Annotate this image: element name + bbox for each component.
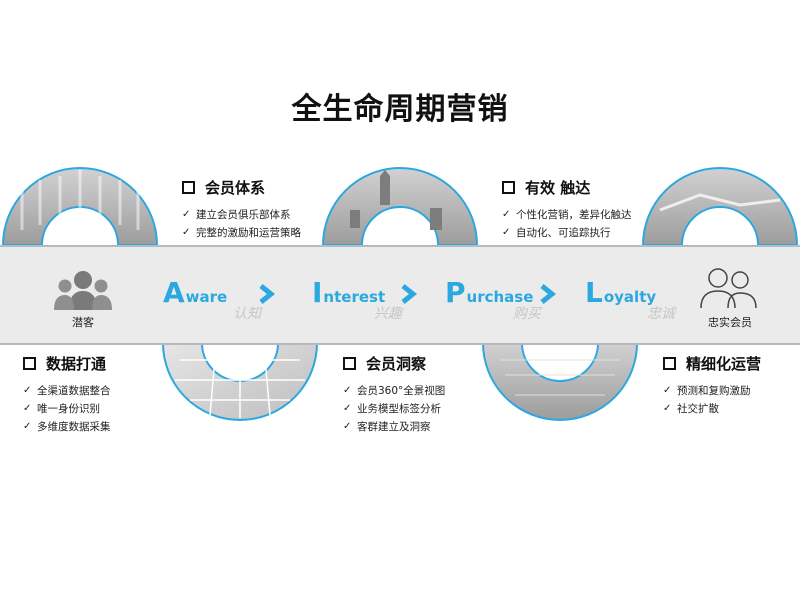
stage-aware: Aware 认知 <box>163 276 261 322</box>
check-icon: ✓ <box>502 209 511 220</box>
right-icon-label: 忠实会员 <box>708 316 752 329</box>
list-item: ✓多维度数据采集 <box>23 418 111 436</box>
check-icon: ✓ <box>182 227 191 238</box>
checkbox-icon <box>663 357 676 370</box>
list-item: ✓个性化营销，差异化触达 <box>502 206 632 224</box>
block-member-insight: 会员洞察 ✓会员360°全景视图 ✓业务模型标签分析 ✓客群建立及洞察 <box>343 353 445 436</box>
check-icon: ✓ <box>23 385 32 396</box>
stage-initial: P <box>445 276 466 309</box>
stage-purchase: Purchase 购买 <box>445 276 541 322</box>
stage-initial: A <box>163 276 185 309</box>
list-item: ✓业务模型标签分析 <box>343 400 445 418</box>
check-icon: ✓ <box>343 421 352 432</box>
block-title: 数据打通 <box>46 355 107 373</box>
stage-rest: urchase <box>466 288 534 306</box>
block-data-integration: 数据打通 ✓全渠道数据整合 ✓唯一身份识别 ✓多维度数据采集 <box>23 353 111 436</box>
stage-loyalty: Loyalty 忠诚 <box>585 276 675 322</box>
checkbox-icon <box>23 357 36 370</box>
stage-rest: nterest <box>323 288 386 306</box>
block-title: 会员体系 <box>205 179 266 197</box>
check-icon: ✓ <box>182 209 191 220</box>
funnel-band <box>0 245 800 345</box>
stage-rest: oyalty <box>603 288 657 306</box>
check-icon: ✓ <box>663 403 672 414</box>
list-item: ✓建立会员俱乐部体系 <box>182 206 301 224</box>
check-icon: ✓ <box>343 385 352 396</box>
list-item: ✓客群建立及洞察 <box>343 418 445 436</box>
checkbox-icon <box>182 181 195 194</box>
chevron-right-icon <box>401 284 418 304</box>
chevron-right-icon <box>259 284 276 304</box>
list-item: ✓会员360°全景视图 <box>343 382 445 400</box>
stage-chinese: 购买 <box>513 306 541 322</box>
checkbox-icon <box>502 181 515 194</box>
list-item: ✓唯一身份识别 <box>23 400 111 418</box>
check-icon: ✓ <box>23 421 32 432</box>
lower-ring-1 <box>161 342 319 421</box>
list-item: ✓全渠道数据整合 <box>23 382 111 400</box>
check-icon: ✓ <box>343 403 352 414</box>
block-title: 会员洞察 <box>366 355 427 373</box>
block-member-system: 会员体系 ✓建立会员俱乐部体系 ✓完整的激励和运营策略 <box>182 177 301 242</box>
group-of-people-icon <box>54 271 112 310</box>
block-title: 精细化运营 <box>686 355 762 373</box>
check-icon: ✓ <box>502 227 511 238</box>
upper-ring-3 <box>641 167 799 246</box>
block-title: 有效 触达 <box>525 179 591 197</box>
left-icon-label: 潜客 <box>72 316 94 329</box>
two-person-outline-icon <box>700 268 757 309</box>
block-effective-reach: 有效 触达 ✓个性化营销，差异化触达 ✓自动化、可追踪执行 <box>502 177 632 242</box>
stage-chinese: 认知 <box>233 306 261 322</box>
check-icon: ✓ <box>23 403 32 414</box>
stage-rest: ware <box>185 288 228 306</box>
upper-ring-1 <box>1 167 159 246</box>
check-icon: ✓ <box>663 385 672 396</box>
stage-initial: L <box>585 276 603 309</box>
stage-chinese: 兴趣 <box>374 306 402 322</box>
stage-initial: I <box>312 276 323 309</box>
stage-interest: Interest 兴趣 <box>312 276 402 322</box>
list-item: ✓社交扩散 <box>663 400 761 418</box>
upper-ring-2 <box>321 167 479 246</box>
list-item: ✓完整的激励和运营策略 <box>182 224 301 242</box>
checkbox-icon <box>343 357 356 370</box>
list-item: ✓自动化、可追踪执行 <box>502 224 632 242</box>
block-refined-operation: 精细化运营 ✓预测和复购激励 ✓社交扩散 <box>663 353 761 418</box>
lower-ring-2 <box>481 342 639 421</box>
chevron-right-icon <box>540 284 557 304</box>
stage-chinese: 忠诚 <box>647 306 675 322</box>
page-title: 全生命周期营销 <box>291 92 509 127</box>
list-item: ✓预测和复购激励 <box>663 382 761 400</box>
